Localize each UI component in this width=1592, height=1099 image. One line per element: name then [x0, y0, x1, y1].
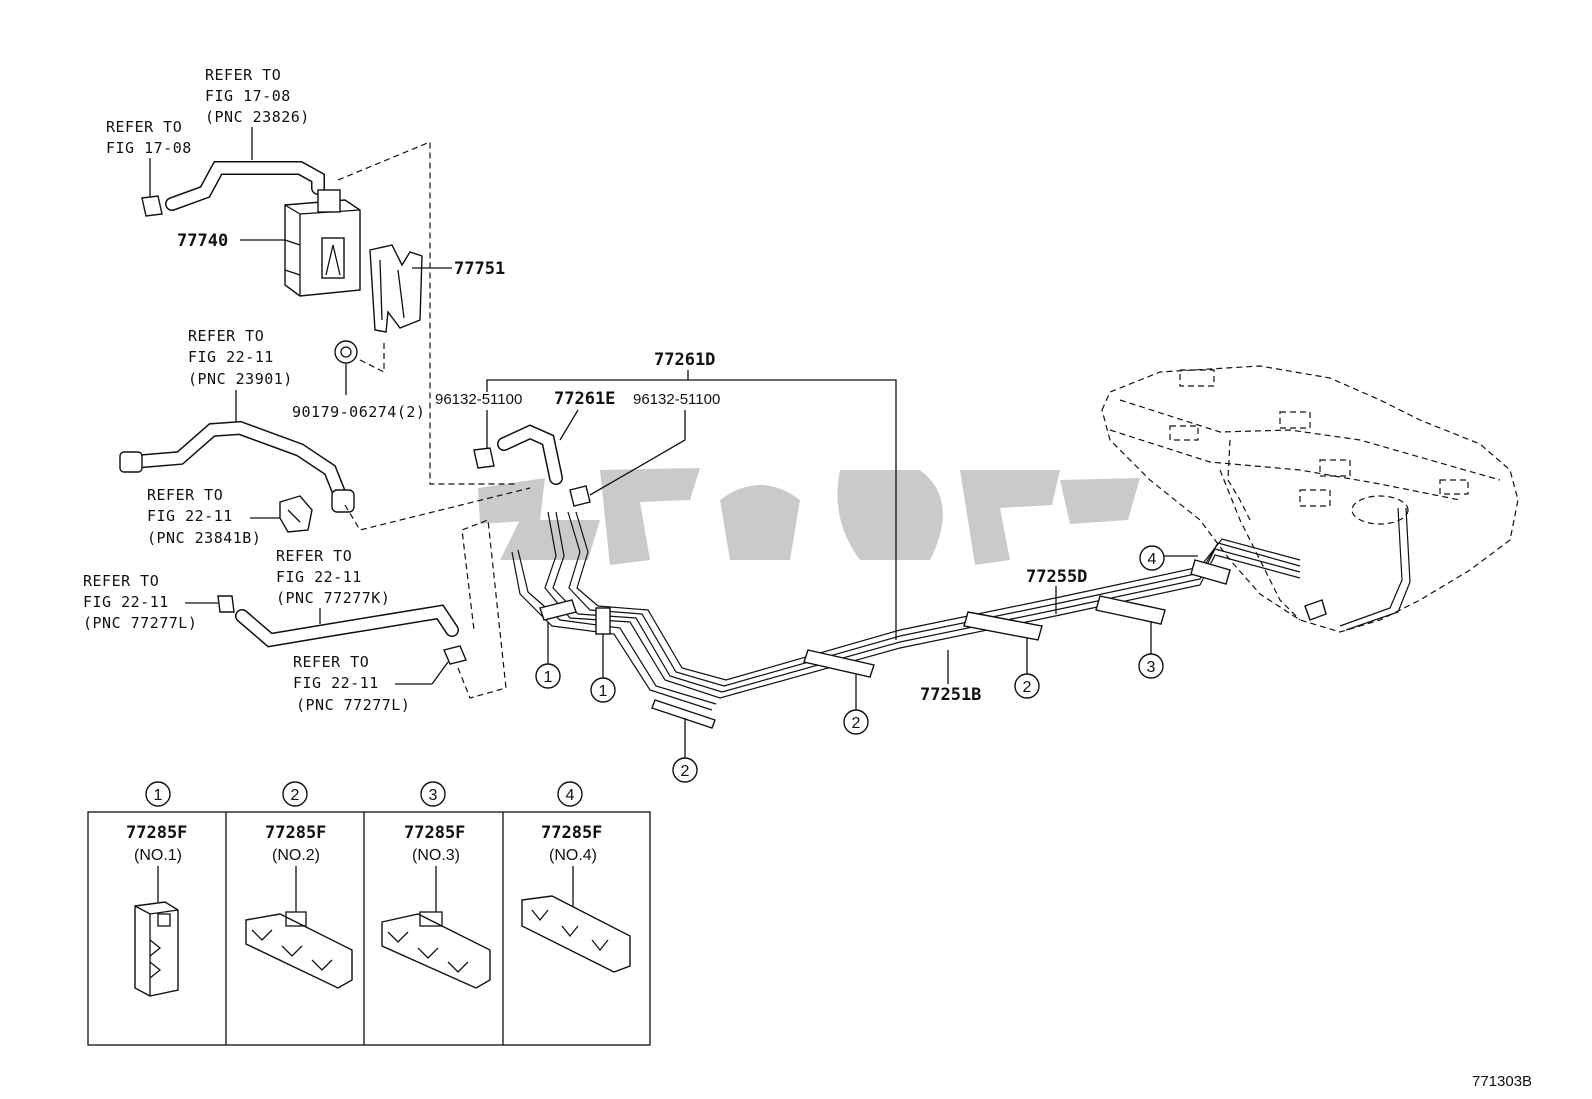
legend-circle-4: 4 — [557, 781, 583, 807]
svg-text:(PNC 23826): (PNC 23826) — [205, 108, 310, 126]
clamp-no4-drawing — [521, 866, 631, 973]
pipe-clamp-1b — [595, 607, 611, 635]
part-96132-51100-left: 96132-51100 — [435, 391, 522, 408]
part-77740: 77740 — [177, 231, 228, 251]
return-hose — [235, 604, 459, 648]
charcoal-canister — [284, 189, 361, 297]
legend-part-2: 77285F — [265, 823, 326, 843]
part-90179-06274: 90179-06274(2) — [292, 403, 425, 421]
pipe-clamp-2c — [963, 611, 1043, 641]
svg-text:FIG 22-11: FIG 22-11 — [147, 507, 233, 525]
fuel-hose-main — [119, 420, 355, 513]
part-96132-51100-right: 96132-51100 — [633, 391, 720, 408]
figure-code: 771303B — [1472, 1073, 1532, 1090]
legend-sub-3: (NO.3) — [412, 847, 460, 864]
svg-text:4: 4 — [566, 787, 575, 804]
part-77751: 77751 — [454, 259, 505, 279]
callout-4: 4 — [1139, 545, 1198, 571]
part-77261e: 77261E — [554, 389, 615, 409]
svg-text:REFER TO: REFER TO — [188, 327, 264, 345]
label-refer-fig2211-pnc77277l-b: REFER TO FIG 22-11 (PNC 77277L) — [293, 653, 410, 714]
svg-text:2: 2 — [681, 763, 690, 780]
legend-part-1: 77285F — [126, 823, 187, 843]
svg-text:FIG 22-11: FIG 22-11 — [83, 593, 169, 611]
svg-text:REFER TO: REFER TO — [276, 547, 352, 565]
pipe-clamp-4 — [1190, 559, 1231, 585]
callout-1-b: 1 — [590, 634, 616, 703]
callout-2-c: 2 — [1014, 638, 1040, 699]
pipe-clamp-3 — [1095, 595, 1166, 625]
clamp-no1-drawing — [134, 866, 179, 997]
svg-text:2: 2 — [852, 715, 861, 732]
pipe-clamp-2a — [651, 699, 716, 729]
svg-text:REFER TO: REFER TO — [293, 653, 369, 671]
clamp-no2-drawing — [245, 866, 353, 989]
svg-text:(PNC 23901): (PNC 23901) — [188, 370, 293, 388]
hose-clip-a — [217, 595, 235, 613]
svg-text:REFER TO: REFER TO — [83, 572, 159, 590]
svg-text:2: 2 — [291, 787, 300, 804]
fuel-hose-77261e — [497, 424, 563, 485]
svg-text:2: 2 — [1023, 679, 1032, 696]
clamp-legend: 1 2 3 4 77285F (NO.1) 77285F (NO.2) 7728… — [87, 781, 651, 1046]
svg-text:FIG 22-11: FIG 22-11 — [188, 348, 274, 366]
pipe-clamp-2b — [803, 649, 875, 678]
hose-clip-small — [141, 195, 163, 217]
hose-clip-96132-right — [569, 485, 591, 507]
legend-circle-2: 2 — [282, 781, 308, 807]
pipe-clamp-1a — [539, 599, 577, 621]
svg-text:3: 3 — [1147, 659, 1156, 676]
svg-text:1: 1 — [154, 787, 163, 804]
callout-2-a: 2 — [672, 718, 698, 783]
label-refer-fig2211-pnc23841b: REFER TO FIG 22-11 (PNC 23841B) — [147, 486, 261, 547]
svg-text:4: 4 — [1148, 551, 1157, 568]
label-refer-fig1708-pnc23826: REFER TO FIG 17-08 (PNC 23826) — [205, 66, 310, 126]
svg-text:1: 1 — [599, 683, 608, 700]
svg-text:(PNC 23841B): (PNC 23841B) — [147, 529, 261, 547]
svg-text:REFER TO: REFER TO — [205, 66, 281, 84]
hose-clip-96132-left — [473, 447, 495, 469]
watermark-logo — [478, 468, 1140, 565]
part-77255d: 77255D — [1026, 567, 1087, 587]
svg-text:1: 1 — [544, 669, 553, 686]
label-refer-fig1708: REFER TO FIG 17-08 — [106, 118, 192, 157]
legend-sub-4: (NO.4) — [549, 847, 597, 864]
svg-text:(PNC 77277L): (PNC 77277L) — [296, 696, 410, 714]
legend-part-3: 77285F — [404, 823, 465, 843]
hose-clip-b — [443, 645, 467, 665]
legend-circle-1: 1 — [145, 781, 171, 807]
legend-sub-2: (NO.2) — [272, 847, 320, 864]
label-refer-fig2211-pnc23901: REFER TO FIG 22-11 (PNC 23901) — [188, 327, 293, 388]
svg-text:FIG 17-08: FIG 17-08 — [205, 87, 291, 105]
svg-text:3: 3 — [429, 787, 438, 804]
svg-text:REFER TO: REFER TO — [106, 118, 182, 136]
svg-text:(PNC 77277L): (PNC 77277L) — [83, 614, 197, 632]
clamp-no3-drawing — [381, 866, 491, 989]
svg-text:REFER TO: REFER TO — [147, 486, 223, 504]
callout-3: 3 — [1138, 622, 1164, 679]
callout-2-b: 2 — [843, 674, 869, 735]
legend-part-4: 77285F — [541, 823, 602, 843]
part-77251b: 77251B — [920, 685, 981, 705]
svg-text:FIG 17-08: FIG 17-08 — [106, 139, 192, 157]
label-refer-fig2211-pnc77277l-a: REFER TO FIG 22-11 (PNC 77277L) — [83, 572, 197, 632]
label-refer-fig2211-pnc77277k: REFER TO FIG 22-11 (PNC 77277K) — [276, 547, 390, 607]
legend-sub-1: (NO.1) — [134, 847, 182, 864]
svg-text:FIG 22-11: FIG 22-11 — [293, 674, 379, 692]
part-77261d: 77261D — [654, 350, 715, 370]
grommet-nut — [334, 340, 358, 364]
fuel-tank — [1101, 365, 1519, 633]
canister-bracket — [369, 244, 423, 333]
hose-clamp-bracket — [279, 495, 313, 533]
callout-1-a: 1 — [535, 622, 561, 689]
svg-text:(PNC 77277K): (PNC 77277K) — [276, 589, 390, 607]
legend-circle-3: 3 — [420, 781, 446, 807]
svg-text:FIG 22-11: FIG 22-11 — [276, 568, 362, 586]
vent-hose — [165, 161, 325, 211]
